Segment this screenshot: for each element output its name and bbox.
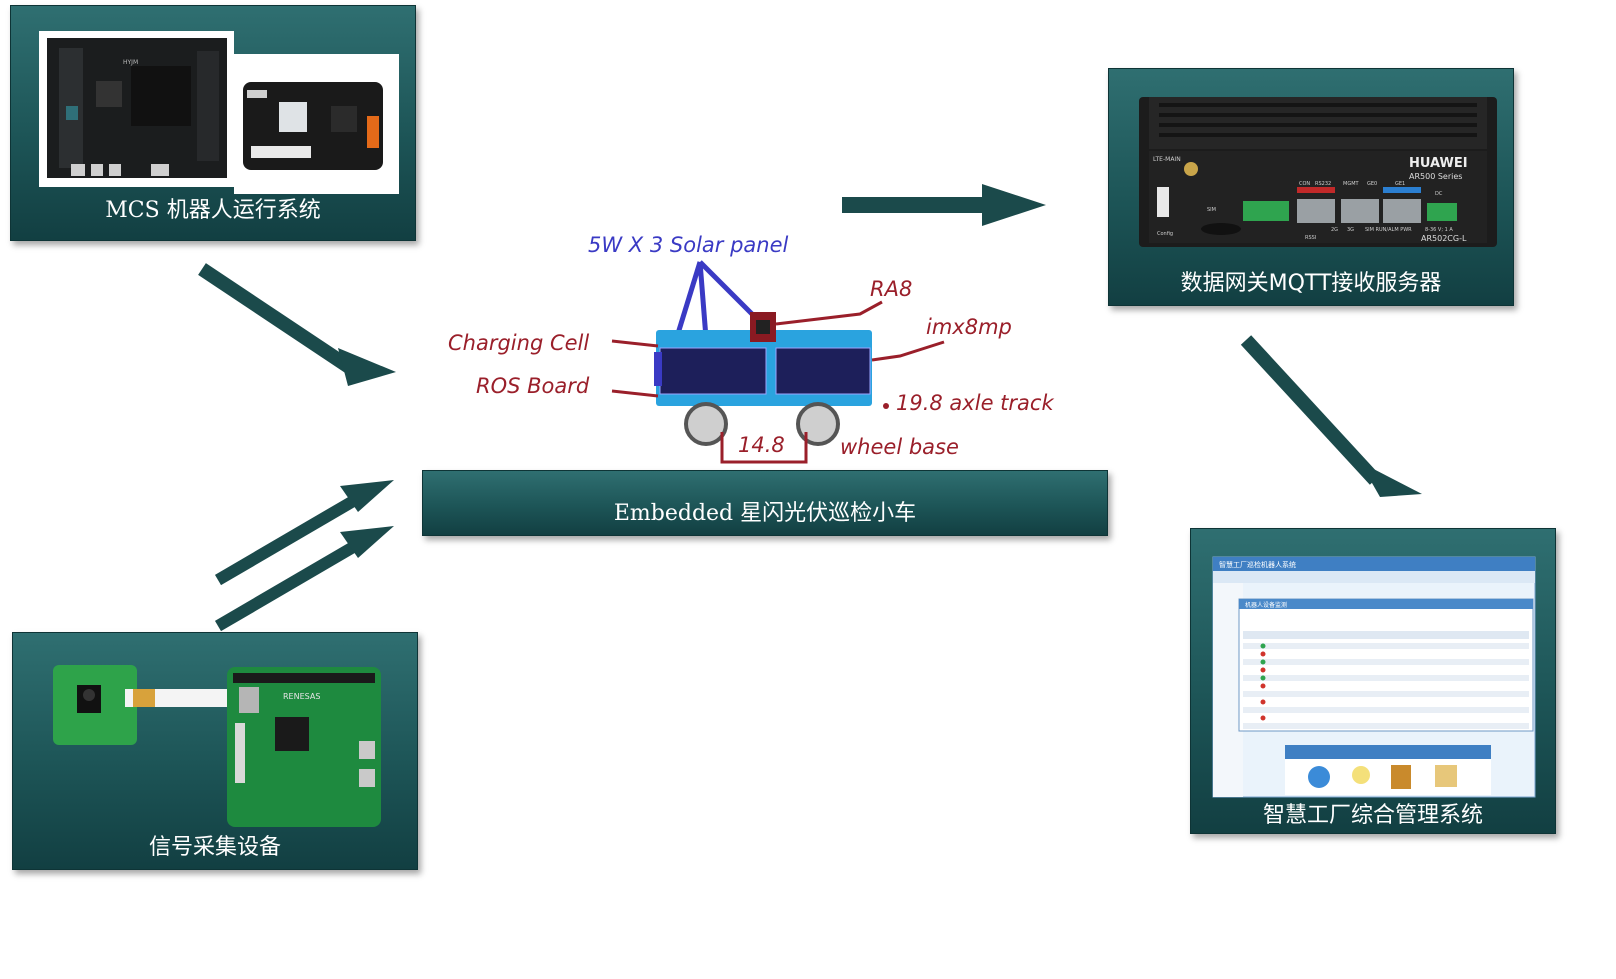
vehicle-chassis — [654, 312, 872, 406]
router-model: AR502CG-L — [1421, 234, 1467, 243]
gateway-label: 数据网关MQTT接收服务器 — [1180, 271, 1442, 296]
sensor-board-images: RENESAS — [53, 665, 381, 827]
mcs-label: MCS 机器人运行系统 — [105, 198, 321, 223]
port-config: Config — [1157, 231, 1173, 237]
port-sim-run: SIM RUN/ALM PWR — [1365, 227, 1412, 233]
arrow-sensor-to-vehicle-2 — [214, 526, 394, 632]
easel-icon — [1435, 765, 1457, 787]
inner-window-title: 机器人设备监测 — [1245, 601, 1287, 609]
arrow-mcs-to-vehicle — [198, 263, 396, 386]
port-sim: SIM — [1207, 207, 1216, 213]
label-solar-panel: 5W X 3 Solar panel — [588, 233, 789, 257]
router-icon: HUAWEI AR500 Series AR502CG-L LTE-MAIN C… — [1139, 97, 1497, 247]
router-brand: HUAWEI — [1409, 156, 1468, 171]
renesas-logo: RENESAS — [283, 692, 320, 701]
label-wheel-base: wheel base — [840, 435, 959, 459]
vehicle-banner: Embedded 星闪光伏巡检小车 — [422, 470, 1108, 536]
camera-module-icon — [53, 665, 245, 745]
port-power: 8-36 V; 1 A — [1425, 227, 1453, 233]
port-ge0: GE0 — [1367, 181, 1377, 187]
book-icon — [1391, 765, 1411, 789]
lightbulb-icon — [1352, 766, 1370, 784]
port-ge1: GE1 — [1395, 181, 1405, 187]
label-imx8mp: imx8mp — [926, 315, 1012, 339]
factory-screenshot: 智慧工厂巡检机器人系统 机器人设备监测 — [1212, 556, 1536, 798]
label-axle-track: 19.8 axle track — [896, 391, 1054, 415]
port-dc: DC — [1435, 191, 1443, 197]
port-rs232: RS232 — [1315, 181, 1331, 187]
vehicle-label: Embedded 星闪光伏巡检小车 — [613, 501, 917, 526]
mcs-board-images: HYJM — [39, 31, 399, 194]
gateway-panel: HUAWEI AR500 Series AR502CG-L LTE-MAIN C… — [1108, 68, 1514, 306]
arrow-right — [842, 184, 1046, 226]
wheel-icon — [684, 402, 840, 446]
factory-panel: 智慧工厂巡检机器人系统 机器人设备监测 智慧工厂综合管理系统 — [1190, 528, 1556, 834]
circuit-board-icon: RENESAS — [227, 667, 381, 827]
annotation-leaders — [611, 300, 945, 464]
svg-text:HYJM: HYJM — [123, 59, 138, 66]
port-2g: 2G — [1331, 227, 1338, 233]
label-wheel-value: 14.8 — [738, 433, 785, 457]
sensor-label: 信号采集设备 — [148, 835, 281, 860]
port-con: CON — [1299, 181, 1310, 187]
arrow-gateway-to-factory — [1240, 335, 1422, 497]
label-ra8: RA8 — [870, 277, 912, 301]
label-ros-board: ROS Board — [476, 374, 590, 398]
mcs-panel: HYJM MCS 机器人运行系统 — [10, 5, 416, 241]
port-3g: 3G — [1347, 227, 1354, 233]
solar-panel-wires — [673, 260, 762, 341]
window-title: 智慧工厂巡检机器人系统 — [1219, 560, 1296, 569]
port-lte: LTE-MAIN — [1153, 156, 1181, 163]
router-series: AR500 Series — [1409, 172, 1462, 181]
label-charging-cell: Charging Cell — [448, 331, 589, 355]
factory-label: 智慧工厂综合管理系统 — [1262, 803, 1483, 828]
port-mgmt: MGMT — [1343, 181, 1360, 187]
globe-icon — [1308, 766, 1330, 788]
port-rssi: RSSI — [1305, 235, 1316, 241]
sensor-panel: RENESAS 信号采集设备 — [12, 632, 418, 870]
arrow-sensor-to-vehicle-1 — [214, 480, 394, 586]
